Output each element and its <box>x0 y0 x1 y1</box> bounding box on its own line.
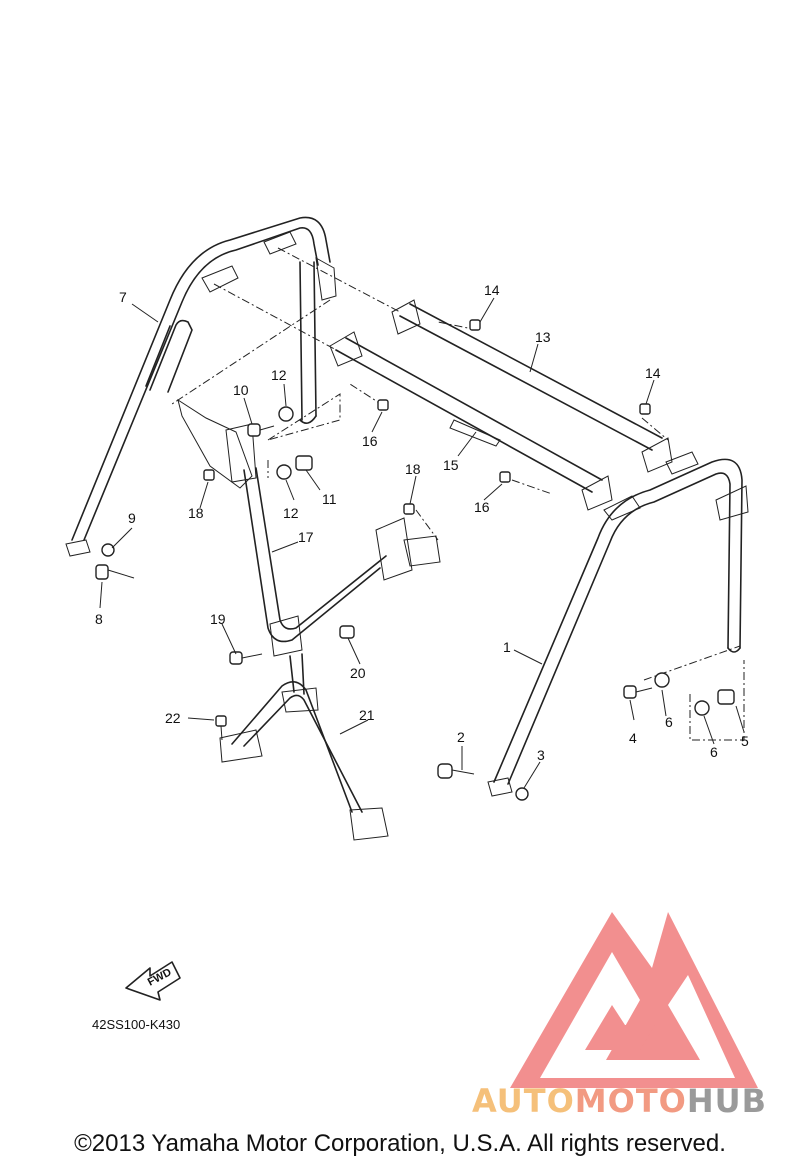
callout-7: 7 <box>119 289 127 305</box>
callout-4: 4 <box>629 730 637 746</box>
callout-11: 11 <box>322 491 337 507</box>
washer-9-icon <box>101 543 115 557</box>
alignment-lines <box>171 247 745 741</box>
bolt-19-icon <box>229 651 263 665</box>
brand-part-3: HUB <box>686 1082 768 1120</box>
bolt-20-icon <box>339 625 355 639</box>
callout-10: 10 <box>233 382 249 398</box>
callout-12b: 12 <box>283 505 299 521</box>
bolt-16a-icon <box>377 399 389 411</box>
bolt-18a-icon <box>403 503 415 515</box>
brand-part-2: MOTO <box>574 1082 687 1120</box>
callout-14b: 14 <box>645 365 661 381</box>
collar-6a-icon <box>654 672 670 688</box>
callout-16b: 16 <box>474 499 490 515</box>
brand-logo-icon <box>510 912 758 1088</box>
callout-8: 8 <box>95 611 103 627</box>
callout-5: 5 <box>741 733 749 749</box>
bolt-5-icon <box>717 689 735 705</box>
callout-20: 20 <box>350 665 366 681</box>
bolt-4-icon <box>623 685 653 699</box>
diagram-code: 42SS100-K430 <box>92 1017 181 1032</box>
callout-16a: 16 <box>362 433 378 449</box>
brace-17 <box>177 398 441 657</box>
callout-6b: 6 <box>710 744 718 760</box>
callout-9: 9 <box>128 510 136 526</box>
bolt-10-icon <box>247 423 275 437</box>
cross-bar-15 <box>329 331 613 511</box>
callout-18b: 18 <box>188 505 204 521</box>
callout-1: 1 <box>503 639 511 655</box>
collar-12b-icon <box>276 464 292 480</box>
bolt-2-icon <box>437 763 475 779</box>
leader-lines <box>99 297 745 789</box>
bolt-18b-icon <box>203 469 215 481</box>
bolt-8-icon <box>95 564 135 580</box>
callout-15: 15 <box>443 457 459 473</box>
support-21 <box>219 653 389 841</box>
copyright-text: ©2013 Yamaha Motor Corporation, U.S.A. A… <box>74 1130 726 1157</box>
callout-2: 2 <box>457 729 465 745</box>
bolt-22-icon <box>215 715 227 741</box>
callout-22: 22 <box>165 710 181 726</box>
bolt-14a-icon <box>469 319 481 331</box>
rear-roll-bar-7 <box>65 216 337 557</box>
bolt-11-icon <box>295 455 313 471</box>
callouts: 1 2 3 4 5 6 6 7 8 9 10 11 12 12 13 14 14… <box>95 282 749 763</box>
callout-19: 19 <box>210 611 226 627</box>
washer-3-icon <box>515 787 529 801</box>
callout-3: 3 <box>537 747 545 763</box>
callout-14a: 14 <box>484 282 500 298</box>
brand-wordmark: AUTOMOTOHUB <box>472 1082 767 1120</box>
bolt-16b-icon <box>499 471 511 483</box>
callout-21: 21 <box>359 707 375 723</box>
callout-6a: 6 <box>665 714 673 730</box>
callout-13: 13 <box>535 329 551 345</box>
cross-bar-13 <box>391 299 673 473</box>
bolt-14b-icon <box>639 403 651 415</box>
callout-17: 17 <box>298 529 314 545</box>
brand-part-1: AUTO <box>472 1082 575 1120</box>
callout-12a: 12 <box>271 367 287 383</box>
collar-12a-icon <box>278 406 294 422</box>
fwd-arrow-icon: FWD <box>125 961 181 1001</box>
collar-6b-icon <box>694 700 710 716</box>
front-roll-bar-1 <box>487 451 749 797</box>
callout-18a: 18 <box>405 461 421 477</box>
